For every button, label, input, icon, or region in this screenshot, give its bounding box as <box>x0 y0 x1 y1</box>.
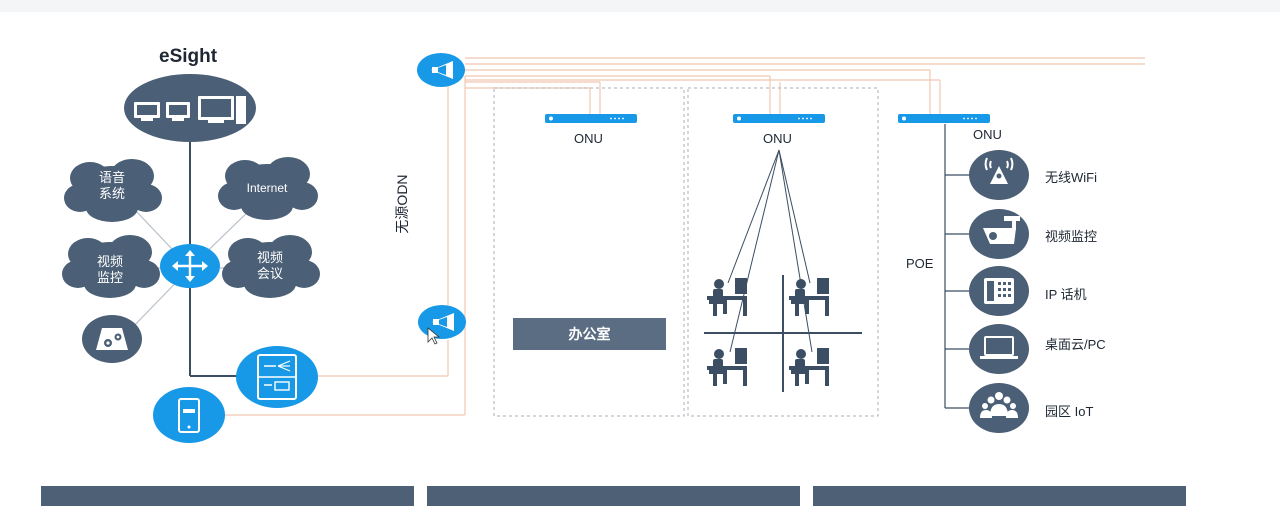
cloud-internet <box>218 157 318 220</box>
device-label-iot: 园区 IoT <box>1045 404 1094 419</box>
workspace-divider <box>704 275 862 392</box>
office-room-1 <box>493 87 685 417</box>
ip-phone-icon <box>969 266 1029 316</box>
onu-device-2 <box>733 114 825 123</box>
cloud-voice <box>64 159 162 222</box>
cloud-internet-label: Internet <box>246 181 288 195</box>
tablet-device-icon <box>153 387 225 443</box>
bottom-panel-3 <box>813 486 1186 506</box>
poe-label: POE <box>906 256 934 271</box>
onu-device-3 <box>898 114 990 123</box>
splitter-top-icon <box>417 53 465 87</box>
onu-label-2: ONU <box>763 131 792 146</box>
cloud-voice-label: 语音 系统 <box>98 170 125 201</box>
bottom-panel-1 <box>41 486 414 506</box>
olt-device-icon <box>236 346 318 408</box>
iot-icon <box>969 383 1029 433</box>
office-box: 办公室 <box>513 318 666 350</box>
device-label-camera: 视频监控 <box>1045 229 1098 244</box>
cloud-video-monitor <box>62 235 160 298</box>
onu-device-1 <box>545 114 637 123</box>
workstation-icons <box>707 278 829 386</box>
wifi-ap-icon <box>969 150 1029 200</box>
bottom-panel-2 <box>427 486 800 506</box>
fiber-lines <box>225 57 1145 416</box>
esight-title: eSight <box>159 46 218 67</box>
onu-label-3: ONU <box>973 127 1002 142</box>
odn-label: 无源ODN <box>394 174 410 234</box>
cloud-video-conf-label: 视频 会议 <box>256 250 283 281</box>
device-label-wifi: 无线WiFi <box>1045 170 1097 185</box>
onu-fanout-lines <box>727 149 813 353</box>
laptop-icon <box>969 324 1029 374</box>
onu-label-1: ONU <box>574 131 603 146</box>
camera-icon <box>969 209 1029 259</box>
computer-icons <box>134 96 246 124</box>
cloud-video-conf <box>222 235 320 298</box>
device-label-laptop: 桌面云/PC <box>1045 337 1106 352</box>
office-room-2 <box>687 87 879 417</box>
cloud-video-monitor-label: 视频 监控 <box>96 254 123 285</box>
device-label-ip-phone: IP 话机 <box>1045 287 1087 302</box>
poe-tree-lines <box>944 124 970 409</box>
gear-storage-icon <box>82 315 142 363</box>
splitter-bottom-icon <box>418 305 466 345</box>
core-switch-icon <box>160 244 220 288</box>
